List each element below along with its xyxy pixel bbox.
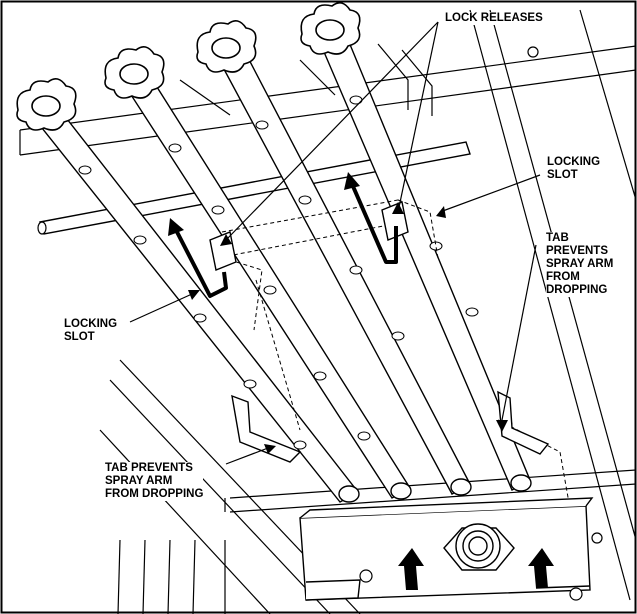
spray-arm-knobs	[16, 2, 361, 131]
callout-tab-left: TAB PREVENTS SPRAY ARM FROM DROPPING	[105, 462, 204, 501]
knob-2	[104, 46, 165, 99]
bolts	[359, 46, 603, 601]
locking-guide-paths	[174, 183, 398, 298]
knob-4	[300, 2, 361, 55]
motion-arrows	[398, 548, 554, 590]
callout-lock-releases: LOCK RELEASES	[445, 12, 543, 25]
knob-1	[16, 78, 77, 131]
background-frame-rails	[19, 9, 637, 614]
upward-arrow-left	[398, 548, 424, 590]
tab-left-shape	[231, 394, 302, 463]
callout-locking-slot-right: LOCKING SLOT	[547, 156, 601, 182]
spray-arm-tabs	[231, 390, 550, 463]
knob-3	[196, 20, 257, 73]
callout-locking-slot-left: LOCKING SLOT	[64, 318, 118, 344]
horizontal-rod	[37, 141, 471, 235]
callout-tab-right: TAB PREVENTS SPRAY ARM FROM DROPPING	[546, 232, 614, 297]
tube-end-caps	[338, 474, 532, 503]
tab-right-shape	[497, 390, 550, 455]
upward-arrow-right	[528, 548, 554, 588]
callout-leaders	[129, 21, 541, 465]
center-hex-fitting	[443, 523, 515, 571]
guide-arrowheads	[168, 172, 360, 236]
callout-leader-arrowheads	[188, 202, 508, 454]
